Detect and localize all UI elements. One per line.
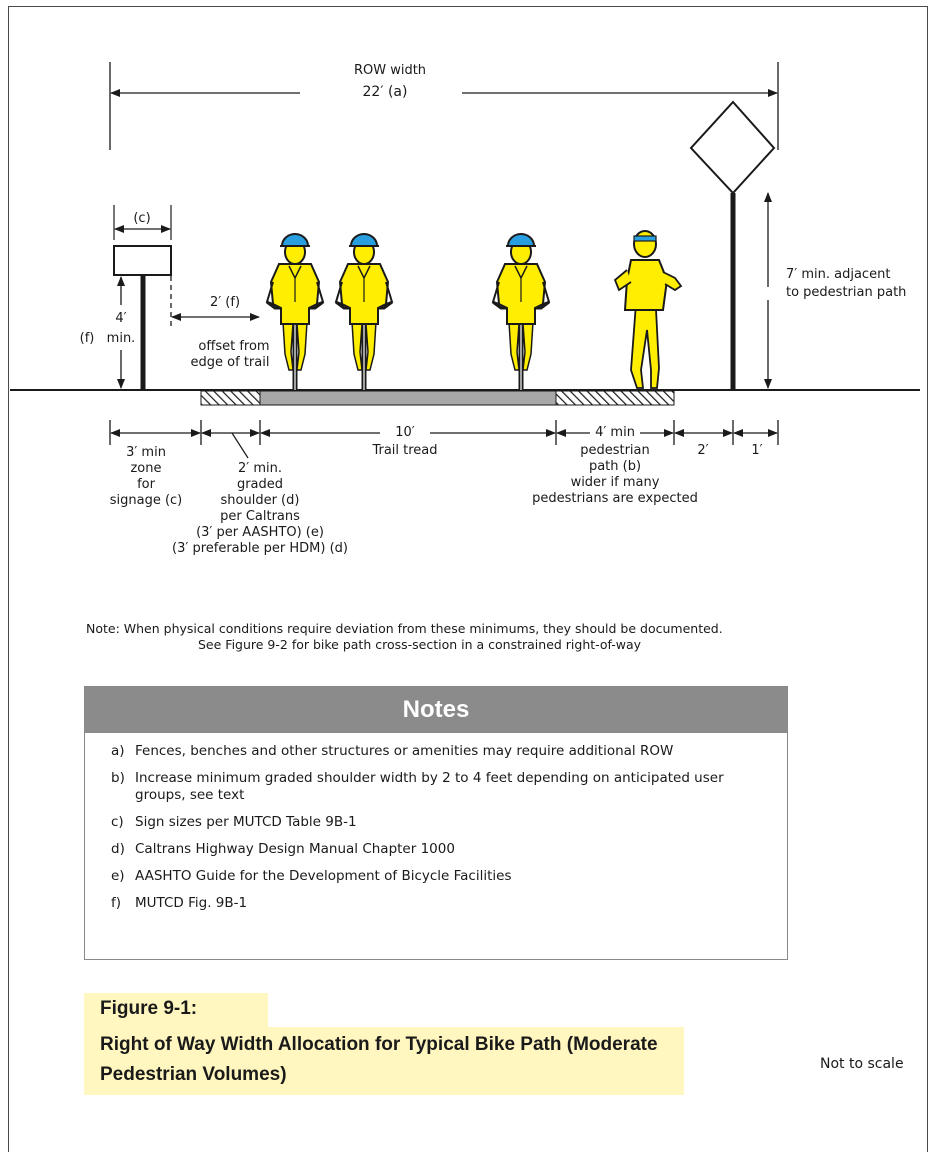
scale-note: Not to scale <box>820 1056 904 1072</box>
shoulder-dim-3: shoulder (d) <box>220 493 300 508</box>
cross-section-diagram <box>10 62 920 459</box>
post-height-2: to pedestrian path <box>786 285 907 300</box>
ped-dim-desc-3: wider if many <box>570 475 660 490</box>
notes-item: f) MUTCD Fig. 9B-1 <box>111 895 767 912</box>
graded-shoulder-left <box>200 390 261 406</box>
ped-dim-desc-1: pedestrian <box>580 443 650 458</box>
ped-dim-desc-4: pedestrians are expected <box>532 491 698 506</box>
notes-title: Notes <box>85 687 787 733</box>
signage-zone-dim-4: signage (c) <box>109 493 183 508</box>
signage-zone-dim-2: zone <box>130 461 162 476</box>
sign-height-ft: 4′ <box>115 311 127 326</box>
notes-item-key: f) <box>111 895 122 911</box>
shoulder-dim-5: (3′ per AASHTO) (e) <box>196 525 324 540</box>
notes-item-text: Sign sizes per MUTCD Table 9B-1 <box>135 814 357 830</box>
notes-item: d) Caltrans Highway Design Manual Chapter… <box>111 841 767 858</box>
notes-item-key: b) <box>111 770 125 786</box>
pedestrian-runner <box>613 230 683 389</box>
notes-item-text: Caltrans Highway Design Manual Chapter 1… <box>135 841 455 857</box>
cyclist-3 <box>493 234 549 390</box>
note-line-1: Note: When physical conditions require d… <box>86 621 723 636</box>
diamond-warning-sign <box>689 100 776 195</box>
notes-item-text: MUTCD Fig. 9B-1 <box>135 895 248 911</box>
sign-height-f: (f) <box>79 331 95 346</box>
ped-dim-desc-2: path (b) <box>588 459 642 474</box>
page-frame <box>8 6 928 1152</box>
offset-desc-1: offset from <box>198 339 270 354</box>
notes-item-key: d) <box>111 841 125 857</box>
shoulder-dim-2: graded <box>236 477 284 492</box>
shoulder-dim-4: per Caltrans <box>220 509 300 524</box>
shoulder-dim-1: 2′ min. <box>237 461 282 476</box>
notes-item-text: Fences, benches and other structures or … <box>135 743 674 759</box>
pedestrian-path <box>555 390 675 406</box>
offset-value: 2′ (f) <box>209 295 241 310</box>
notes-item-text: AASHTO Guide for the Development of Bicy… <box>135 868 512 884</box>
signage-zone-dim-1: 3′ min <box>126 445 166 460</box>
ped-dim-value: 4′ min <box>595 425 635 440</box>
dim-2ft: 2′ <box>697 443 709 458</box>
figure-title-background <box>84 1027 684 1095</box>
figure-title: Right of Way Width Allocation for Typica… <box>100 1034 658 1085</box>
note-line-2: See Figure 9-2 for bike path cross-secti… <box>198 637 642 652</box>
shoulder-dim-6: (3′ preferable per HDM) (d) <box>172 541 348 556</box>
notes-item-text: Increase minimum graded shoulder width b… <box>135 770 724 803</box>
notes-item-key: e) <box>111 868 125 884</box>
cyclist-2 <box>336 234 392 390</box>
notes-item-key: c) <box>111 814 124 830</box>
notes-list: a) Fences, benches and other structures o… <box>85 733 787 912</box>
trail-tread <box>259 390 557 406</box>
trail-sign <box>113 245 172 276</box>
post-height-1: 7′ min. adjacent <box>786 267 891 282</box>
figure-label: Figure 9-1: <box>100 998 198 1019</box>
trail-dim-label: Trail tread <box>372 443 438 458</box>
dim-1ft: 1′ <box>751 443 763 458</box>
shoulder-leader <box>231 432 249 459</box>
deviation-note: Note: When physical conditions require d… <box>86 621 723 653</box>
figure-label-background <box>84 993 268 1027</box>
offset-desc-2: edge of trail <box>190 355 270 370</box>
trail-dim-value: 10′ <box>395 425 415 440</box>
notes-box: Notes a) Fences, benches and other struct… <box>84 686 788 960</box>
sign-width-label: (c) <box>133 211 151 226</box>
signage-zone-dim-3: for <box>137 477 155 492</box>
notes-item-key: a) <box>111 743 125 759</box>
notes-item: b) Increase minimum graded shoulder width… <box>111 770 767 804</box>
notes-item: c) Sign sizes per MUTCD Table 9B-1 <box>111 814 767 831</box>
notes-item: a) Fences, benches and other structures o… <box>111 743 767 760</box>
row-width-label: ROW width <box>353 63 427 78</box>
row-width-value: 22′ (a) <box>362 84 408 100</box>
sign-height-min: min. <box>106 331 136 346</box>
notes-item: e) AASHTO Guide for the Development of Bi… <box>111 868 767 885</box>
